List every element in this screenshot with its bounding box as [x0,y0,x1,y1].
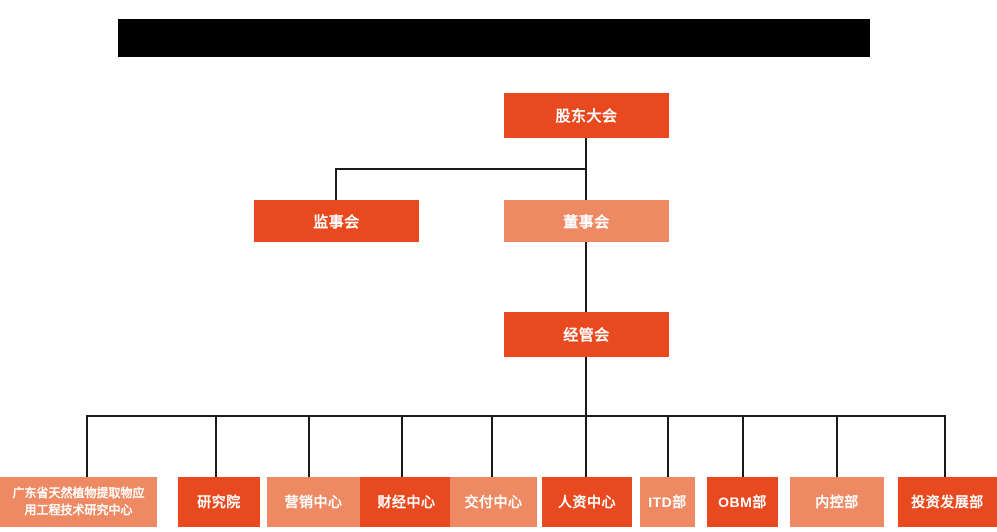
connector-level2-bus [335,168,587,170]
node-investment-development-dept-label: 投资发展部 [911,494,984,510]
drop-itd-dept [667,415,669,477]
connector-directors-to-management [585,242,587,312]
drop-delivery-center [491,415,493,477]
connector-management-down [585,357,587,416]
drop-marketing-center [308,415,310,477]
node-investment-development-dept[interactable]: 投资发展部 [898,477,997,527]
drop-research-center-gd [86,415,88,477]
drop-hr-center [585,415,587,477]
node-supervisors-label: 监事会 [313,213,360,231]
node-marketing-center-label: 营销中心 [284,494,343,510]
node-delivery-center-label: 交付中心 [464,494,523,510]
node-hr-center-label: 人资中心 [558,494,616,510]
node-delivery-center[interactable]: 交付中心 [450,477,537,527]
node-hr-center[interactable]: 人资中心 [542,477,632,527]
node-research-institute-label: 研究院 [197,494,241,510]
drop-obm-dept [742,415,744,477]
drop-research-institute [215,415,217,477]
node-obm-dept-label: OBM部 [718,494,767,510]
node-internal-control-dept[interactable]: 内控部 [790,477,884,527]
node-itd-dept-label: ITD部 [648,494,687,510]
node-finance-center-label: 财经中心 [377,494,436,510]
node-research-center-gd-label: 广东省天然植物提取物应 用工程技术研究中心 [12,486,145,517]
node-directors[interactable]: 董事会 [504,200,669,242]
connector-level4-bus [86,415,944,417]
node-obm-dept[interactable]: OBM部 [707,477,778,527]
drop-investment-development-dept [944,415,946,477]
connector-shareholders-down [585,138,587,170]
connector-to-directors [585,168,587,200]
node-shareholders-label: 股东大会 [555,108,618,125]
node-internal-control-dept-label: 内控部 [815,494,859,510]
node-management-label: 经管会 [563,327,610,344]
node-shareholders[interactable]: 股东大会 [504,93,669,138]
node-itd-dept[interactable]: ITD部 [640,477,695,527]
node-finance-center[interactable]: 财经中心 [360,477,453,527]
node-marketing-center[interactable]: 营销中心 [267,477,360,527]
drop-finance-center [401,415,403,477]
connector-to-supervisors [335,168,337,200]
redacted-title-banner [118,19,870,57]
node-research-center-gd[interactable]: 广东省天然植物提取物应 用工程技术研究中心 [0,477,157,527]
node-management[interactable]: 经管会 [504,312,669,357]
drop-internal-control-dept [836,415,838,477]
node-research-institute[interactable]: 研究院 [178,477,260,527]
node-directors-label: 董事会 [563,213,610,231]
node-supervisors[interactable]: 监事会 [254,200,419,242]
